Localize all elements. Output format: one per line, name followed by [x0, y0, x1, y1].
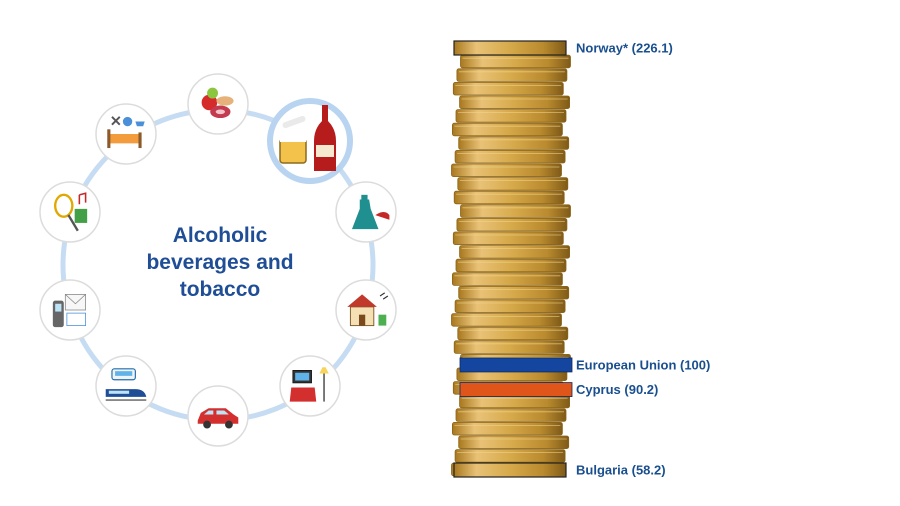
coin [457, 177, 569, 191]
restaurants-hotels-icon [107, 116, 145, 149]
european-coin-marker [459, 357, 573, 373]
cyprus-coin-marker [459, 382, 573, 397]
title-line-1: Alcoholic [172, 224, 268, 247]
coin [459, 245, 571, 259]
alcohol-tobacco-icon [279, 105, 336, 171]
selected-category-title: Alcoholic beverages and tobacco [130, 222, 310, 303]
recreation-icon [54, 192, 88, 232]
car-category-button[interactable] [187, 385, 249, 447]
category-bubble [187, 73, 249, 135]
coin [458, 285, 570, 300]
coin [454, 449, 566, 463]
clothing-footwear-icon [351, 194, 390, 230]
furnishings-icon [289, 367, 329, 402]
coin-stack-chart: Norway* (226.1) European Union (100) Cypru… [451, 40, 710, 478]
coin [453, 340, 565, 354]
clothing-footwear-category-button[interactable] [335, 181, 397, 243]
coin-stack [451, 41, 571, 477]
transport-category-button[interactable] [95, 355, 157, 417]
transport-icon [105, 368, 147, 401]
cyprus-label: Cyprus (90.2) [576, 382, 658, 397]
norway-label: Norway* (226.1) [576, 41, 673, 56]
coin [459, 95, 571, 110]
housing-category-button[interactable] [335, 279, 397, 341]
communication-category-button[interactable] [39, 279, 101, 341]
housing-icon [347, 292, 389, 327]
coin [460, 54, 571, 69]
category-wheel [39, 73, 397, 447]
coin [455, 258, 567, 273]
coin [452, 231, 564, 246]
furnishings-category-button[interactable] [279, 355, 341, 417]
bulgaria-label: Bulgaria (58.2) [576, 463, 666, 478]
coin [455, 109, 567, 123]
coin [455, 408, 567, 422]
coin [456, 68, 568, 82]
coin [458, 435, 570, 450]
coin [457, 326, 569, 341]
food-category-button[interactable] [187, 73, 249, 135]
coin [451, 421, 563, 436]
coin [458, 136, 570, 150]
coin [454, 149, 566, 164]
bulgaria-coin-marker [453, 462, 567, 478]
coin [456, 217, 568, 232]
alcohol-tobacco-category-button[interactable] [267, 98, 353, 184]
coin [451, 163, 562, 178]
title-line-3: tobacco [179, 278, 261, 301]
norway-coin-marker [453, 40, 567, 56]
coin [460, 204, 571, 218]
category-bubble [279, 355, 341, 417]
communication-icon [52, 294, 86, 328]
coin [451, 313, 562, 327]
coin [452, 82, 564, 96]
food-icon [201, 87, 234, 119]
title-line-2: beverages and [146, 251, 294, 274]
coin [451, 122, 563, 137]
recreation-category-button[interactable] [39, 181, 101, 243]
coin [453, 190, 565, 205]
category-bubble [95, 355, 157, 417]
coin [451, 272, 563, 286]
restaurants-hotels-category-button[interactable] [95, 103, 157, 165]
european-label: European Union (100) [576, 357, 710, 372]
car-icon [197, 408, 239, 429]
coin [459, 394, 571, 409]
coin [454, 299, 566, 314]
